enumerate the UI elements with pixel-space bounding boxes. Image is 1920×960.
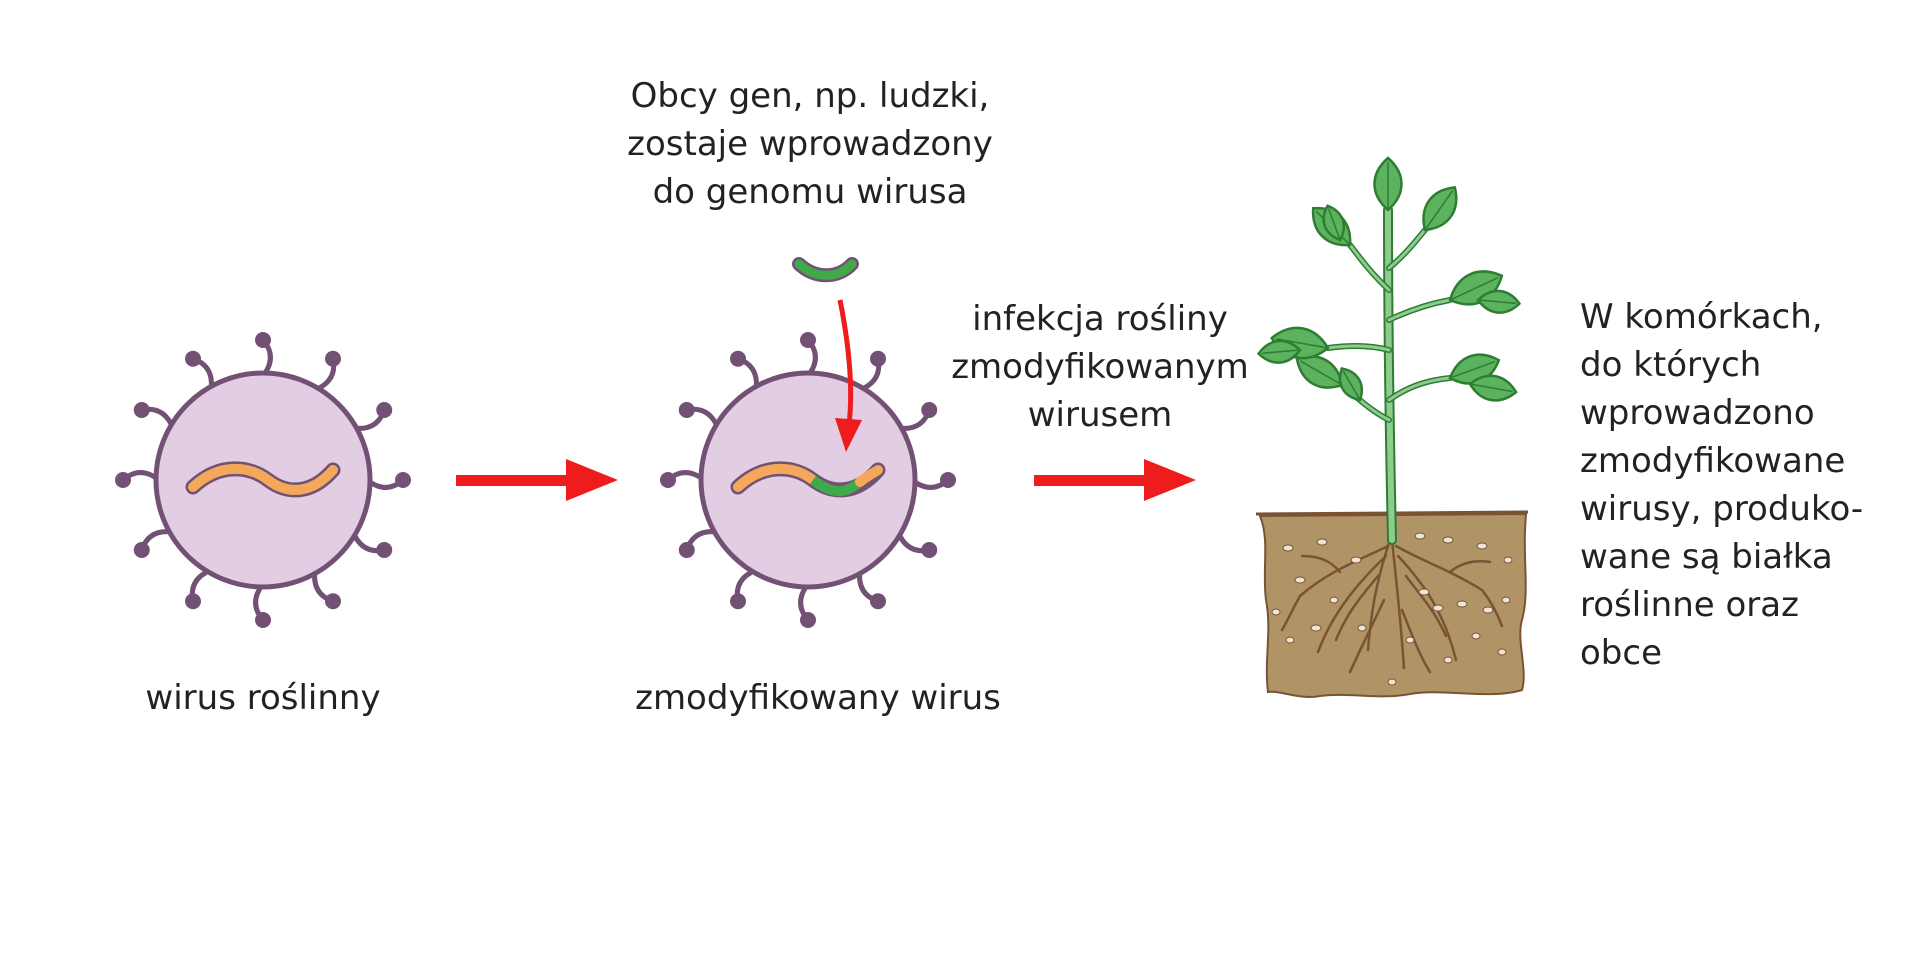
plant-virus-label: wirus roślinny (145, 678, 381, 718)
process-arrow (456, 459, 618, 501)
virus-spike-tip (921, 402, 938, 418)
virus-spike-tip (115, 472, 131, 488)
virus-rna (733, 463, 818, 492)
virus-spike-tip (325, 593, 341, 610)
virus-spike-tip (660, 472, 676, 488)
virus-spike-tip (133, 402, 150, 418)
virus-spike-tip (870, 350, 886, 367)
leaf-vein (1300, 360, 1341, 385)
virus-spike-tip (730, 593, 746, 610)
leaf-vein (1342, 370, 1360, 399)
leaf-vein (1425, 190, 1454, 229)
plant (1255, 156, 1529, 698)
virus-spike-tip (255, 612, 271, 628)
virus-spike-tip (921, 542, 938, 558)
virus-spike-tip (395, 472, 411, 488)
insertion-arrow (835, 299, 862, 452)
virus-spike-tip (133, 542, 150, 558)
virus-rna-fill (188, 463, 338, 495)
stem (1325, 205, 1453, 545)
leaf-vein (1451, 360, 1496, 379)
leaf-vein (1451, 277, 1499, 300)
leaf-vein (1327, 208, 1341, 239)
virus-spike-tip (678, 402, 695, 418)
virus-spike-tip (800, 612, 816, 628)
virus-spike-tip (870, 593, 886, 610)
virus-spikes (660, 332, 956, 628)
soil (1258, 512, 1528, 698)
leaf-vein (1471, 383, 1513, 393)
virus-spike-tip (185, 350, 201, 367)
leaves (1256, 156, 1522, 402)
virus-spike-tip (325, 350, 341, 367)
foreign-gene-label: Obcy gen, np. ludzki, zostaje wprowadzon… (627, 76, 993, 212)
plant-virus (115, 332, 411, 628)
virus-spike-tip (940, 472, 956, 488)
virus-spike-tip (185, 593, 201, 610)
virus-spike-tip (376, 402, 393, 418)
virus-spike-tip (800, 332, 816, 348)
leaf-vein (1479, 299, 1517, 305)
virus-spike-tip (376, 542, 393, 558)
process-arrow (1034, 459, 1196, 501)
virus-spike-tip (678, 542, 695, 558)
modified-virus-label: zmodyfikowany wirus (635, 678, 1001, 718)
leaf-vein (1261, 349, 1299, 355)
foreign-gene (792, 257, 859, 283)
modified-virus (660, 332, 956, 628)
soil-pebbles (1271, 532, 1513, 686)
virus-spike-tip (255, 332, 271, 348)
infection-label: infekcja rośliny zmodyfikowanym wirusem (951, 299, 1249, 435)
virus-spike-tip (730, 350, 746, 367)
result-label: W komórkach, do których wprowadzono zmod… (1580, 297, 1864, 673)
